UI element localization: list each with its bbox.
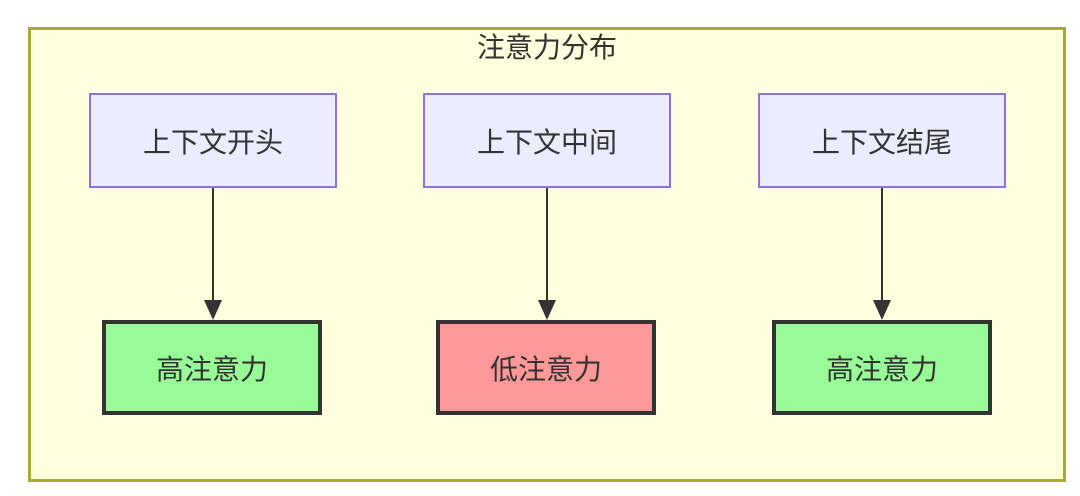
attention-distribution-diagram: 注意力分布 上下文开头 上下文中间 上下文结尾 高注意力 低注意力 高注意力 — [28, 27, 1066, 482]
node-high-attention-right-label: 高注意力 — [825, 353, 938, 385]
node-context-middle-label: 上下文中间 — [476, 126, 617, 158]
node-context-beginning: 上下文开头 — [89, 93, 337, 188]
diagram-title: 注意力分布 — [476, 32, 617, 63]
node-high-attention-left-label: 高注意力 — [155, 353, 268, 385]
node-low-attention-middle: 低注意力 — [436, 320, 656, 415]
node-context-beginning-label: 上下文开头 — [142, 126, 283, 158]
node-low-attention-middle-label: 低注意力 — [489, 353, 602, 385]
node-high-attention-right: 高注意力 — [772, 320, 992, 415]
node-high-attention-left: 高注意力 — [102, 320, 322, 415]
down-arrow-icon — [873, 188, 891, 320]
node-context-end: 上下文结尾 — [758, 93, 1006, 188]
node-context-middle: 上下文中间 — [423, 93, 671, 188]
node-context-end-label: 上下文结尾 — [811, 126, 952, 158]
down-arrow-icon — [538, 188, 556, 320]
down-arrow-icon — [204, 188, 222, 320]
